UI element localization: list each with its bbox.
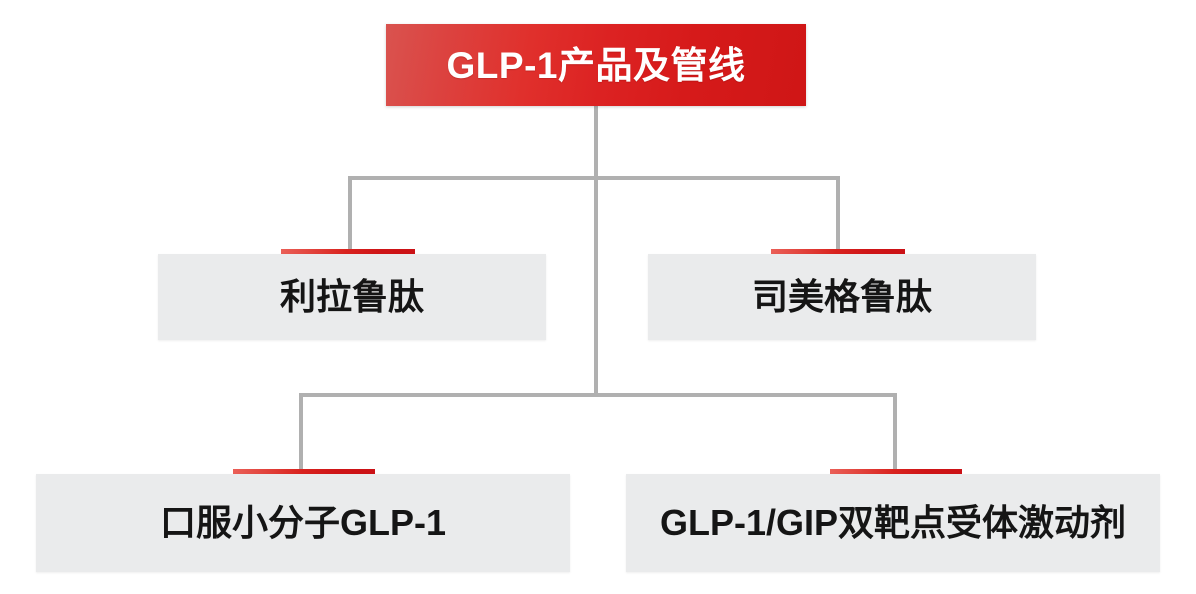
node-dual-agonist[interactable]: GLP-1/GIP双靶点受体激动剂 <box>626 474 1160 572</box>
node-liraglutide-label: 利拉鲁肽 <box>279 276 424 317</box>
node-root[interactable]: GLP-1产品及管线 <box>386 24 806 106</box>
connector-level3-bus <box>299 393 897 397</box>
connector-level2-bus <box>348 176 840 180</box>
node-semaglutide-label: 司美格鲁肽 <box>751 276 932 317</box>
node-dual-agonist-label: GLP-1/GIP双靶点受体激动剂 <box>659 502 1127 543</box>
connector-level3-left-drop <box>299 393 303 475</box>
node-semaglutide[interactable]: 司美格鲁肽 <box>648 254 1036 340</box>
node-oral-small-molecule[interactable]: 口服小分子GLP-1 <box>36 474 570 572</box>
node-liraglutide[interactable]: 利拉鲁肽 <box>158 254 546 340</box>
connector-level2-left-drop <box>348 176 352 254</box>
node-oral-small-molecule-label: 口服小分子GLP-1 <box>159 502 446 543</box>
connector-level2-right-drop <box>836 176 840 254</box>
connector-root-trunk <box>594 105 598 395</box>
connector-level3-right-drop <box>893 393 897 475</box>
node-root-label: GLP-1产品及管线 <box>446 44 746 86</box>
